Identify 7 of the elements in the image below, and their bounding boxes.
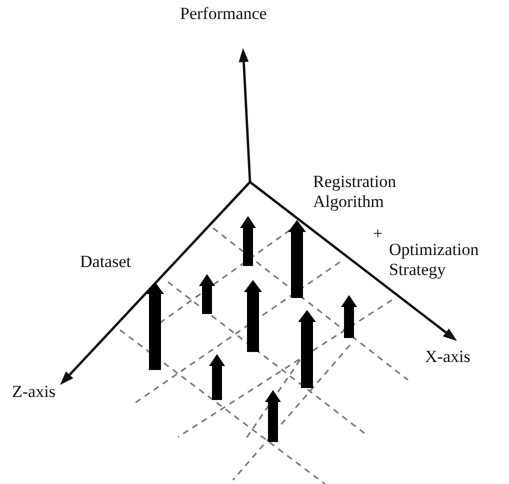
axis-label: Optimization Strategy bbox=[389, 240, 480, 280]
axis-label: Performance bbox=[180, 4, 267, 24]
axis-label: Dataset bbox=[80, 252, 131, 272]
axis-label: Registration Algorithm bbox=[313, 172, 398, 212]
axis-label: X-axis bbox=[425, 347, 470, 367]
axis-label: + bbox=[373, 224, 383, 244]
axis-label: Z-axis bbox=[12, 382, 56, 402]
